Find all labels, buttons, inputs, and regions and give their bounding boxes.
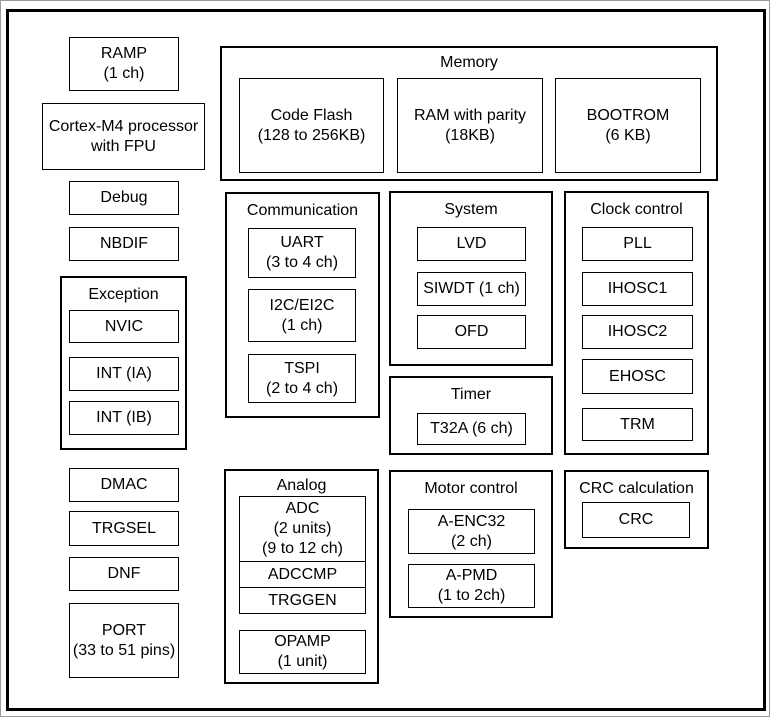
exception-group-title: Exception — [88, 286, 159, 303]
ramp-label: RAMP — [100, 45, 148, 62]
i2c-ei2c-block: I2C/EI2C (1 ch) — [248, 289, 356, 342]
clock-control-group-title: Clock control — [590, 201, 683, 218]
a-pmd-label: A-PMD — [445, 567, 498, 584]
cortex-m4-sublabel: with FPU — [91, 137, 156, 155]
diagram-outer-frame — [6, 9, 766, 711]
trggen-block: TRGGEN — [240, 587, 365, 613]
clock-control-group: Clock control — [564, 191, 709, 455]
communication-group: Communication — [225, 192, 380, 418]
i2c-ei2c-channels: (1 ch) — [281, 316, 323, 334]
tspi-channels: (2 to 4 ch) — [265, 379, 339, 397]
nbdif-block: NBDIF — [69, 227, 179, 261]
code-flash-size: (128 to 256KB) — [257, 126, 366, 144]
uart-channels: (3 to 4 ch) — [265, 254, 339, 271]
trm-block: TRM — [582, 408, 693, 441]
ram-label: RAM with parity — [413, 106, 527, 124]
a-enc32-block: A-ENC32 (2 ch) — [408, 509, 535, 554]
debug-block: Debug — [69, 181, 179, 215]
tspi-block: TSPI (2 to 4 ch) — [248, 354, 356, 403]
opamp-label: OPAMP — [274, 633, 331, 650]
motor-control-group: Motor control — [389, 470, 553, 618]
dnf-block: DNF — [69, 557, 179, 591]
ofd-block: OFD — [417, 315, 526, 349]
analog-group-title: Analog — [276, 477, 327, 494]
ramp-block: RAMP (1 ch) — [69, 37, 179, 91]
tspi-label: TSPI — [284, 359, 320, 377]
opamp-units: (1 unit) — [277, 653, 328, 670]
siwdt-block: SIWDT (1 ch) — [417, 272, 526, 306]
crc-calculation-group-title: CRC calculation — [579, 480, 694, 497]
trgsel-block: TRGSEL — [69, 511, 179, 546]
analog-group: Analog — [224, 469, 379, 684]
ram-size: (18KB) — [445, 126, 495, 144]
motor-control-group-title: Motor control — [424, 480, 518, 497]
nvic-block: NVIC — [69, 310, 179, 343]
port-label: PORT — [101, 621, 147, 639]
adc-label: ADC — [285, 500, 320, 517]
uart-label: UART — [280, 234, 324, 251]
system-group: System — [389, 191, 553, 366]
code-flash-label: Code Flash — [270, 106, 353, 124]
ramp-channels: (1 ch) — [103, 65, 145, 82]
crc-calculation-group: CRC calculation — [564, 470, 709, 549]
dmac-block: DMAC — [69, 468, 179, 502]
system-group-title: System — [444, 201, 498, 218]
port-pins: (33 to 51 pins) — [72, 641, 176, 659]
code-flash-block: Code Flash (128 to 256KB) — [239, 78, 384, 173]
adc-stack: ADC (2 units) (9 to 12 ch) ADCCMP TRGGEN — [239, 496, 366, 614]
port-block: PORT (33 to 51 pins) — [69, 603, 179, 678]
t32a-block: T32A (6 ch) — [417, 413, 526, 445]
opamp-block: OPAMP (1 unit) — [239, 630, 366, 674]
int-ib-block: INT (IB) — [69, 401, 179, 435]
bootrom-label: BOOTROM — [586, 106, 670, 124]
a-enc32-label: A-ENC32 — [437, 512, 506, 530]
ihosc2-block: IHOSC2 — [582, 315, 693, 349]
adc-block: ADC (2 units) (9 to 12 ch) — [240, 497, 365, 561]
timer-group-title: Timer — [450, 386, 492, 403]
exception-group: Exception — [60, 276, 187, 450]
crc-block: CRC — [582, 502, 690, 538]
cortex-m4-processor-block: Cortex-M4 processor with FPU — [42, 103, 205, 170]
ram-with-parity-block: RAM with parity (18KB) — [397, 78, 543, 173]
a-pmd-channels: (1 to 2ch) — [437, 587, 506, 604]
int-ia-block: INT (IA) — [69, 357, 179, 391]
uart-block: UART (3 to 4 ch) — [248, 228, 356, 278]
memory-group-title: Memory — [440, 54, 498, 71]
communication-group-title: Communication — [246, 202, 359, 219]
ihosc1-block: IHOSC1 — [582, 272, 693, 306]
lvd-block: LVD — [417, 227, 526, 261]
pll-block: PLL — [582, 227, 693, 261]
cortex-m4-label: Cortex-M4 processor — [48, 117, 199, 135]
adccmp-block: ADCCMP — [240, 561, 365, 587]
adc-units: (2 units) — [273, 520, 332, 537]
a-pmd-block: A-PMD (1 to 2ch) — [408, 564, 535, 608]
a-enc32-channels: (2 ch) — [451, 532, 492, 550]
bootrom-block: BOOTROM (6 KB) — [555, 78, 701, 173]
ehosc-block: EHOSC — [582, 359, 693, 394]
i2c-ei2c-label: I2C/EI2C — [269, 296, 335, 314]
timer-group: Timer — [389, 376, 553, 455]
bootrom-size: (6 KB) — [605, 126, 651, 144]
adc-channels: (9 to 12 ch) — [262, 540, 343, 557]
memory-group: Memory — [220, 46, 718, 181]
